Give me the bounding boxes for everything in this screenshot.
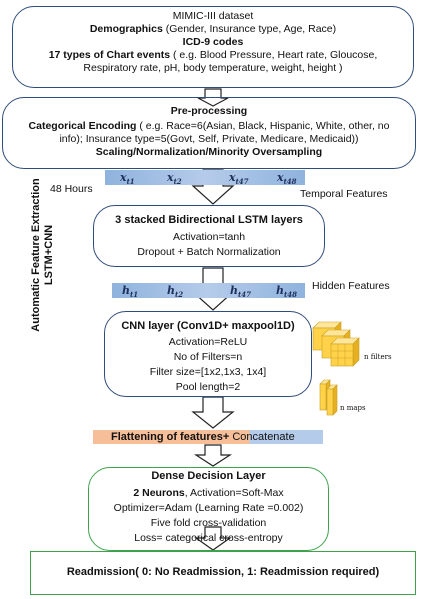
output-text: Readmission( 0: No Readmission, 1: Readm… bbox=[66, 566, 380, 579]
hidden-symbol: ht1 bbox=[122, 284, 139, 300]
demographics-line: Demographics (Gender, Insurance type, Ag… bbox=[89, 23, 337, 35]
temporal-symbol: xt47 bbox=[229, 171, 249, 187]
icd-line: ICD-9 codes bbox=[182, 36, 244, 48]
cnn-activation: Activation=ReLU bbox=[168, 335, 248, 348]
scaling-line: Scaling/Normalization/Minority Oversampl… bbox=[95, 146, 323, 158]
feature-maps-icon bbox=[319, 379, 338, 416]
dataset-box: MIMIC-III dataset Demographics (Gender, … bbox=[12, 6, 414, 88]
side-label-line-1: Automatic Feature Extraction bbox=[30, 178, 42, 332]
cnn-pool: Pool length=2 bbox=[175, 380, 241, 393]
output-box: Readmission( 0: No Readmission, 1: Readm… bbox=[30, 551, 416, 595]
dense-cv: Five fold cross-validation bbox=[150, 516, 267, 529]
hidden-features-label: Hidden Features bbox=[312, 280, 390, 292]
temporal-symbol: xt1 bbox=[120, 171, 135, 187]
temporal-features-band: xt1 xt2 xt47 xt48 bbox=[105, 170, 305, 186]
dense-loss: Loss= categorical cross-entropy bbox=[134, 531, 283, 544]
hours-label: 48 Hours bbox=[50, 183, 93, 195]
chart-events-line: 17 types of Chart events ( e.g. Blood Pr… bbox=[48, 49, 378, 61]
cnn-filters: No of Filters=n bbox=[173, 350, 243, 363]
categorical-encoding-line: Categorical Encoding ( e.g. Race=6(Asian… bbox=[28, 120, 390, 132]
flatten-band: Flattening of features+ Concatenate bbox=[93, 430, 323, 444]
cnn-filter-size: Filter size=[1x2,1x3, 1x4] bbox=[149, 365, 267, 378]
filter-cubes-icon bbox=[312, 321, 360, 367]
lstm-box: 3 stacked Bidirectional LSTM layers Acti… bbox=[93, 205, 325, 267]
side-label-line-2: LSTM+CNN bbox=[43, 224, 55, 286]
arrow-down-4 bbox=[191, 396, 235, 429]
cnn-box: CNN layer (Conv1D+ maxpool1D) Activation… bbox=[104, 311, 312, 397]
lstm-dropout: Dropout + Batch Normalization bbox=[137, 245, 281, 258]
arrow-down-5 bbox=[193, 444, 233, 467]
hidden-symbol: ht2 bbox=[167, 284, 184, 300]
hidden-symbol: ht48 bbox=[276, 284, 297, 300]
dense-neurons: 2 Neurons, Activation=Soft-Max bbox=[133, 486, 284, 499]
arrow-down-6 bbox=[194, 526, 232, 551]
temporal-symbol: xt48 bbox=[277, 171, 297, 187]
cnn-title: CNN layer (Conv1D+ maxpool1D) bbox=[121, 320, 295, 332]
temporal-features-label: Temporal Features bbox=[300, 188, 388, 200]
dense-optimizer: Optimizer=Adam (Learning Rate =0.002) bbox=[113, 501, 304, 514]
dense-box: Dense Decision Layer 2 Neurons, Activati… bbox=[88, 467, 329, 551]
categorical-encoding-line-2: info); Insurance type=5(Govt, Self, Priv… bbox=[59, 133, 359, 145]
hidden-features-band: ht1 ht2 ht47 ht48 bbox=[112, 283, 305, 299]
filters-label: n filters bbox=[364, 353, 392, 361]
maps-label: n maps bbox=[340, 404, 366, 412]
lstm-title: 3 stacked Bidirectional LSTM layers bbox=[115, 214, 303, 226]
hidden-symbol: ht47 bbox=[230, 284, 251, 300]
preprocessing-box: Pre-processing Categorical Encoding ( e.… bbox=[2, 97, 416, 169]
flatten-text: Flattening of features+ Concatenate bbox=[111, 431, 295, 443]
dataset-title: MIMIC-III dataset bbox=[172, 10, 254, 22]
temporal-symbol: xt2 bbox=[167, 171, 182, 187]
preprocessing-title: Pre-processing bbox=[170, 105, 248, 117]
lstm-activation: Activation=tanh bbox=[172, 230, 246, 243]
chart-events-line-2: Respiratory rate, pH, body temperature, … bbox=[83, 62, 343, 74]
dense-title: Dense Decision Layer bbox=[151, 470, 266, 482]
